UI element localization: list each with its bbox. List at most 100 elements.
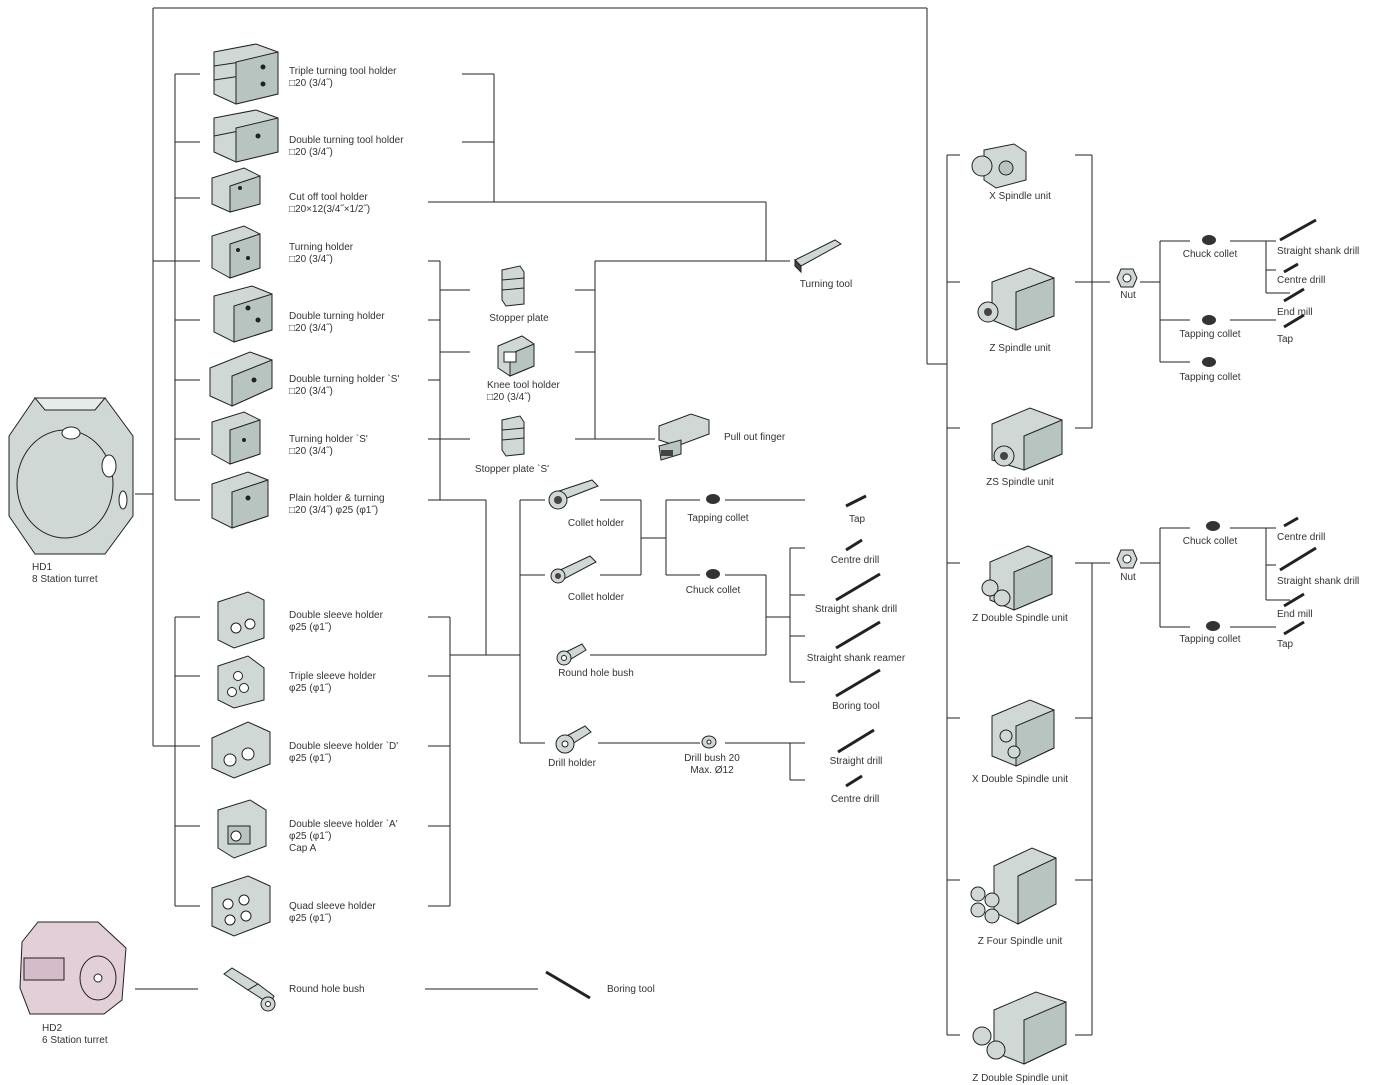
tapping-collet-top-2-label: Tapping collet [1179, 372, 1240, 384]
x-spindle-unit-illustration [968, 142, 1030, 190]
hd1-turret-illustration [5, 396, 135, 556]
holder-title: Turning holder `S' [289, 434, 368, 446]
centre-drill-label: Centre drill [831, 555, 879, 567]
holder-label: Double turning tool holder□20 (3/4˝) [289, 135, 404, 159]
straight-drill-illustration [836, 728, 876, 754]
turning-tool-label: Turning tool [800, 279, 852, 291]
pull-out-finger-illustration [655, 412, 715, 462]
spindle-unit-label: Z Spindle unit [989, 343, 1050, 355]
collet-holder-2-label: Collet holder [568, 592, 624, 604]
straight-shank-drill-illustration [834, 572, 882, 602]
drill-bush-illustration [700, 734, 718, 750]
drill-holder-illustration [553, 722, 595, 758]
chuck-collet-label: Chuck collet [686, 585, 740, 597]
centre-drill-top-label: Centre drill [1277, 275, 1325, 287]
double-sleeve-holder-d-illustration [208, 720, 274, 780]
tap-bottom-label: Tap [1277, 639, 1293, 651]
chuck-collet-bottom-label: Chuck collet [1183, 536, 1237, 548]
holder-label: Double sleeve holder `D'φ25 (φ1˝) [289, 741, 398, 765]
tap-bottom-icon [1282, 620, 1306, 636]
stopper-plate-illustration [498, 264, 528, 308]
chuck-collet-bottom-icon [1204, 519, 1222, 533]
end-mill-top-icon [1282, 287, 1306, 303]
holder-size: φ25 (φ1˝) [289, 622, 383, 634]
nut-label: Nut [1120, 290, 1136, 302]
straight-shank-reamer-illustration [834, 620, 882, 650]
turning-tool-illustration [793, 236, 843, 276]
triple-sleeve-holder-illustration [214, 654, 268, 710]
holder-label: Double sleeve holder `A'φ25 (φ1˝)Cap A [289, 819, 398, 855]
stopper-plate-s-illustration [498, 414, 528, 458]
stopper-plate-label: Stopper plate [489, 313, 549, 325]
centre-drill-illustration [844, 538, 864, 552]
centre-drill-bottom-icon [1282, 516, 1300, 528]
knee-tool-holder-size: □20 (3/4˝) [487, 392, 560, 404]
hd1-label: HD1 8 Station turret [32, 562, 98, 586]
knee-tool-holder-label: Knee tool holder□20 (3/4˝) [487, 380, 560, 404]
tapping-collet-bottom-icon [1204, 619, 1222, 633]
chuck-collet-top-label: Chuck collet [1183, 249, 1237, 261]
hd2-boring-tool-illustration [544, 970, 594, 1002]
straight-shank-drill-top-label: Straight shank drill [1277, 246, 1359, 258]
holder-size: □20 (3/4˝) [289, 147, 404, 159]
double-sleeve-holder-a-illustration [214, 798, 270, 860]
hd2-round-hole-bush-illustration [218, 966, 278, 1016]
double-turning-tool-holder-illustration [208, 108, 284, 164]
chuck-collet-top-icon [1200, 233, 1218, 247]
holder-label: Double turning holder□20 (3/4˝) [289, 311, 385, 335]
holder-label: Plain holder & turning□20 (3/4˝) φ25 (φ1… [289, 493, 385, 517]
holder-label: Double sleeve holderφ25 (φ1˝) [289, 610, 383, 634]
holder-size: φ25 (φ1˝) [289, 753, 398, 765]
turning-holder-s-illustration [208, 410, 264, 466]
zs-spindle-unit-illustration [968, 406, 1064, 474]
z-spindle-unit-illustration [968, 264, 1058, 334]
holder-title: Quad sleeve holder [289, 901, 376, 913]
hd1-name: HD1 [32, 562, 98, 574]
holder-title: Cut off tool holder [289, 192, 370, 204]
nut-icon [1116, 268, 1138, 288]
holder-size: φ25 (φ1˝) [289, 683, 376, 695]
triple-turning-tool-holder-illustration [208, 42, 284, 106]
holder-size: □20 (3/4˝) [289, 446, 368, 458]
x-double-spindle-unit-illustration [986, 698, 1056, 770]
holder-title: Double sleeve holder `A' [289, 819, 398, 831]
z-double-spindle-unit-illustration [966, 544, 1056, 614]
hd2-name: HD2 [42, 1023, 108, 1035]
hd2-turret-illustration [18, 918, 130, 1018]
holder-size: □20 (3/4˝) [289, 386, 399, 398]
holder-size: □20 (3/4˝) [289, 323, 385, 335]
holder-title: Double turning holder `S' [289, 374, 399, 386]
holder-title: Double sleeve holder [289, 610, 383, 622]
plain-holder-illustration [208, 470, 272, 530]
knee-tool-holder-illustration [494, 334, 538, 378]
spindle-unit-label: Z Four Spindle unit [978, 936, 1063, 948]
hd2-label: HD2 6 Station turret [42, 1023, 108, 1047]
holder-title: Double turning tool holder [289, 135, 404, 147]
hd2-boring-tool-label: Boring tool [607, 984, 655, 996]
straight-shank-drill-top-icon [1278, 218, 1318, 242]
holder-size: □20 (3/4˝) φ25 (φ1˝) [289, 505, 385, 517]
tapping-collet-bottom-label: Tapping collet [1179, 634, 1240, 646]
knee-tool-holder-title: Knee tool holder [487, 380, 560, 392]
holder-title: Double turning holder [289, 311, 385, 323]
straight-shank-drill-bottom-icon [1278, 546, 1318, 572]
centre-drill-2-label: Centre drill [831, 794, 879, 806]
cut-off-tool-holder-illustration [208, 166, 264, 214]
tap-top-label: Tap [1277, 334, 1293, 346]
nut-icon-2 [1116, 549, 1138, 569]
holder-title: Turning holder [289, 242, 353, 254]
tapping-collet-top-1-icon [1200, 313, 1218, 327]
holder-cap: Cap A [289, 843, 398, 855]
holder-label: Turning holder□20 (3/4˝) [289, 242, 353, 266]
holder-title: Double sleeve holder `D' [289, 741, 398, 753]
tap-top-icon [1282, 313, 1306, 329]
turning-holder-illustration [208, 224, 264, 280]
holder-label: Cut off tool holder□20×12(3/4˝×1/2˝) [289, 192, 370, 216]
holder-label: Turning holder `S'□20 (3/4˝) [289, 434, 368, 458]
straight-shank-reamer-label: Straight shank reamer [807, 653, 905, 665]
spindle-unit-label: X Spindle unit [989, 191, 1051, 203]
tap-tool-illustration [844, 494, 868, 508]
tapping-collet-top-1-label: Tapping collet [1179, 329, 1240, 341]
straight-shank-drill-label: Straight shank drill [815, 604, 897, 616]
